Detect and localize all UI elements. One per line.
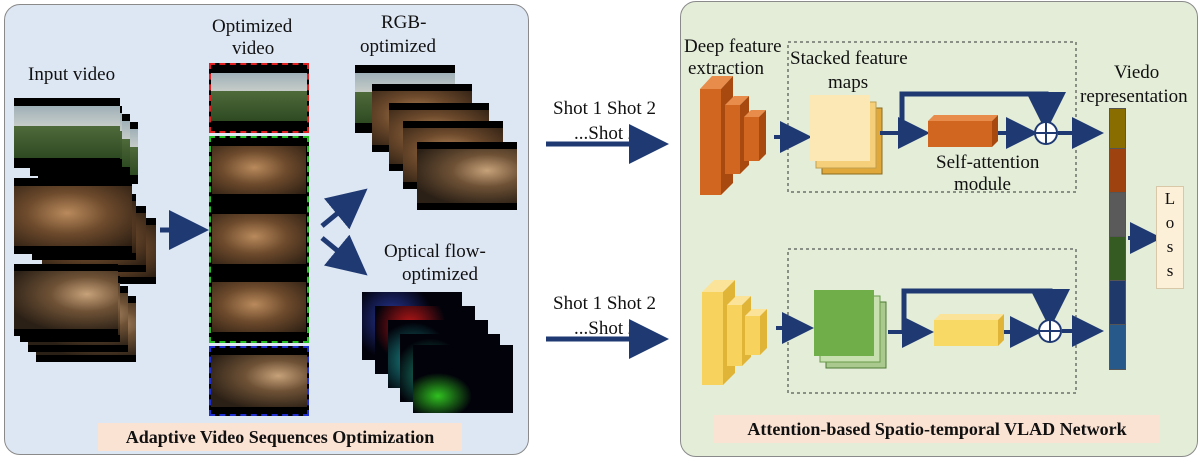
to-flow-arrow [320,234,368,276]
top-attention-path [880,91,1104,149]
optimized-frame [212,208,306,270]
rgb-optimized-label-1: RGB- [381,12,427,33]
optimized-frame [212,276,306,338]
left-panel-title: Adaptive Video Sequences Optimization [98,423,462,451]
optimized-frame [212,140,306,200]
top-cnn-blocks [700,76,766,195]
vector-segment [1110,193,1125,237]
video-representation-label-2: representation [1080,86,1188,107]
shot-label-top-1: Shot 1 Shot 2 [553,98,656,119]
bottom-cnn-blocks [702,280,767,385]
video-representation-label-1: Viedo [1114,62,1160,83]
bottom-stacked-feature-maps [814,290,887,369]
deep-feature-label-1: Deep feature [684,36,782,57]
vector-segment [1110,281,1125,325]
loss-letter: s [1166,237,1174,256]
input-frame [14,98,120,168]
optimized-frame-red [209,63,309,133]
input-video-label: Input video [28,64,116,85]
vector-segment [1110,325,1125,369]
deep-feature-label-2: extraction [688,58,764,79]
video-representation-vector [1109,108,1126,370]
right-panel-title: Attention-based Spatio-temporal VLAD Net… [714,415,1160,443]
loss-letter: L [1164,189,1176,208]
vector-segment [1110,149,1125,193]
rgb-optimized-label-2: optimized [360,36,436,57]
vector-segment [1110,237,1125,281]
top-stacked-feature-maps [810,95,883,175]
optical-flow-label-1: Optical flow- [384,241,486,262]
loss-letter: o [1165,213,1175,232]
optimized-frame-blue [209,346,309,416]
self-attention-label-1: Self-attention [936,152,1040,173]
bottom-attention-path [888,288,1104,348]
optimized-video-label-1: Optimized [212,16,293,37]
optical-flow-label-2: optimized [402,264,478,285]
shot-label-bottom-1: Shot 1 Shot 2 [553,293,656,314]
flow-frame [413,345,513,413]
vector-segment [1110,109,1125,149]
loss-letter: s [1166,261,1174,280]
self-attention-label-2: module [954,174,1011,195]
optimized-video-label-2: video [232,38,275,59]
input-frame [14,178,132,254]
stacked-feature-label-1: Stacked feature [790,48,908,69]
rgb-frame [417,142,517,210]
stacked-feature-label-2: maps [828,72,869,93]
loss-box: L o s s [1156,186,1184,289]
to-rgb-arrow [320,188,368,230]
input-frame [14,264,118,336]
